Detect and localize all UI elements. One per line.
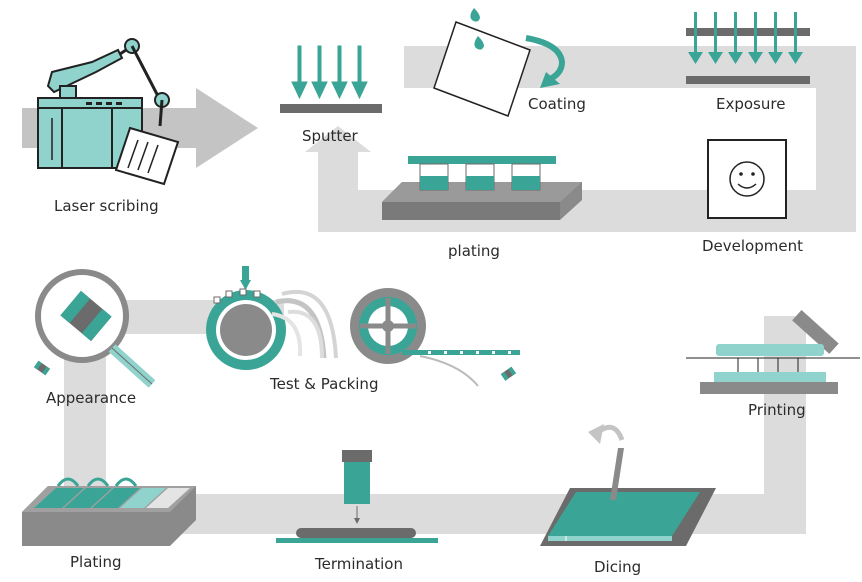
appearance-label: Appearance — [46, 389, 137, 407]
test-packing-label: Test & Packing — [270, 375, 379, 393]
appearance-magnifier-icon — [33, 269, 156, 388]
exposure-label: Exposure — [716, 95, 786, 113]
printing-label: Printing — [748, 401, 806, 419]
sputter-label: Sputter — [302, 127, 358, 145]
printing-icon — [686, 309, 860, 394]
development-icon — [707, 139, 787, 219]
sputter-icon — [280, 45, 382, 113]
laser-scribing-label: Laser scribing — [54, 197, 159, 215]
coating-label: Coating — [528, 95, 586, 113]
coating-icon — [433, 8, 566, 117]
plating-top-label: plating — [448, 242, 500, 260]
test-packing-icon — [206, 266, 520, 387]
exposure-icon — [686, 12, 810, 84]
development-label: Development — [702, 237, 803, 255]
up-arrow-head — [305, 126, 371, 152]
dicing-icon — [540, 424, 716, 546]
termination-label: Termination — [315, 555, 403, 573]
laser-scribing-machine — [37, 38, 180, 186]
plating-top-icon — [382, 156, 582, 220]
dicing-label: Dicing — [594, 558, 642, 576]
termination-icon — [276, 450, 438, 543]
plating-bottom-tank-icon — [22, 477, 196, 546]
plating-bottom-label: Plating — [70, 553, 122, 571]
